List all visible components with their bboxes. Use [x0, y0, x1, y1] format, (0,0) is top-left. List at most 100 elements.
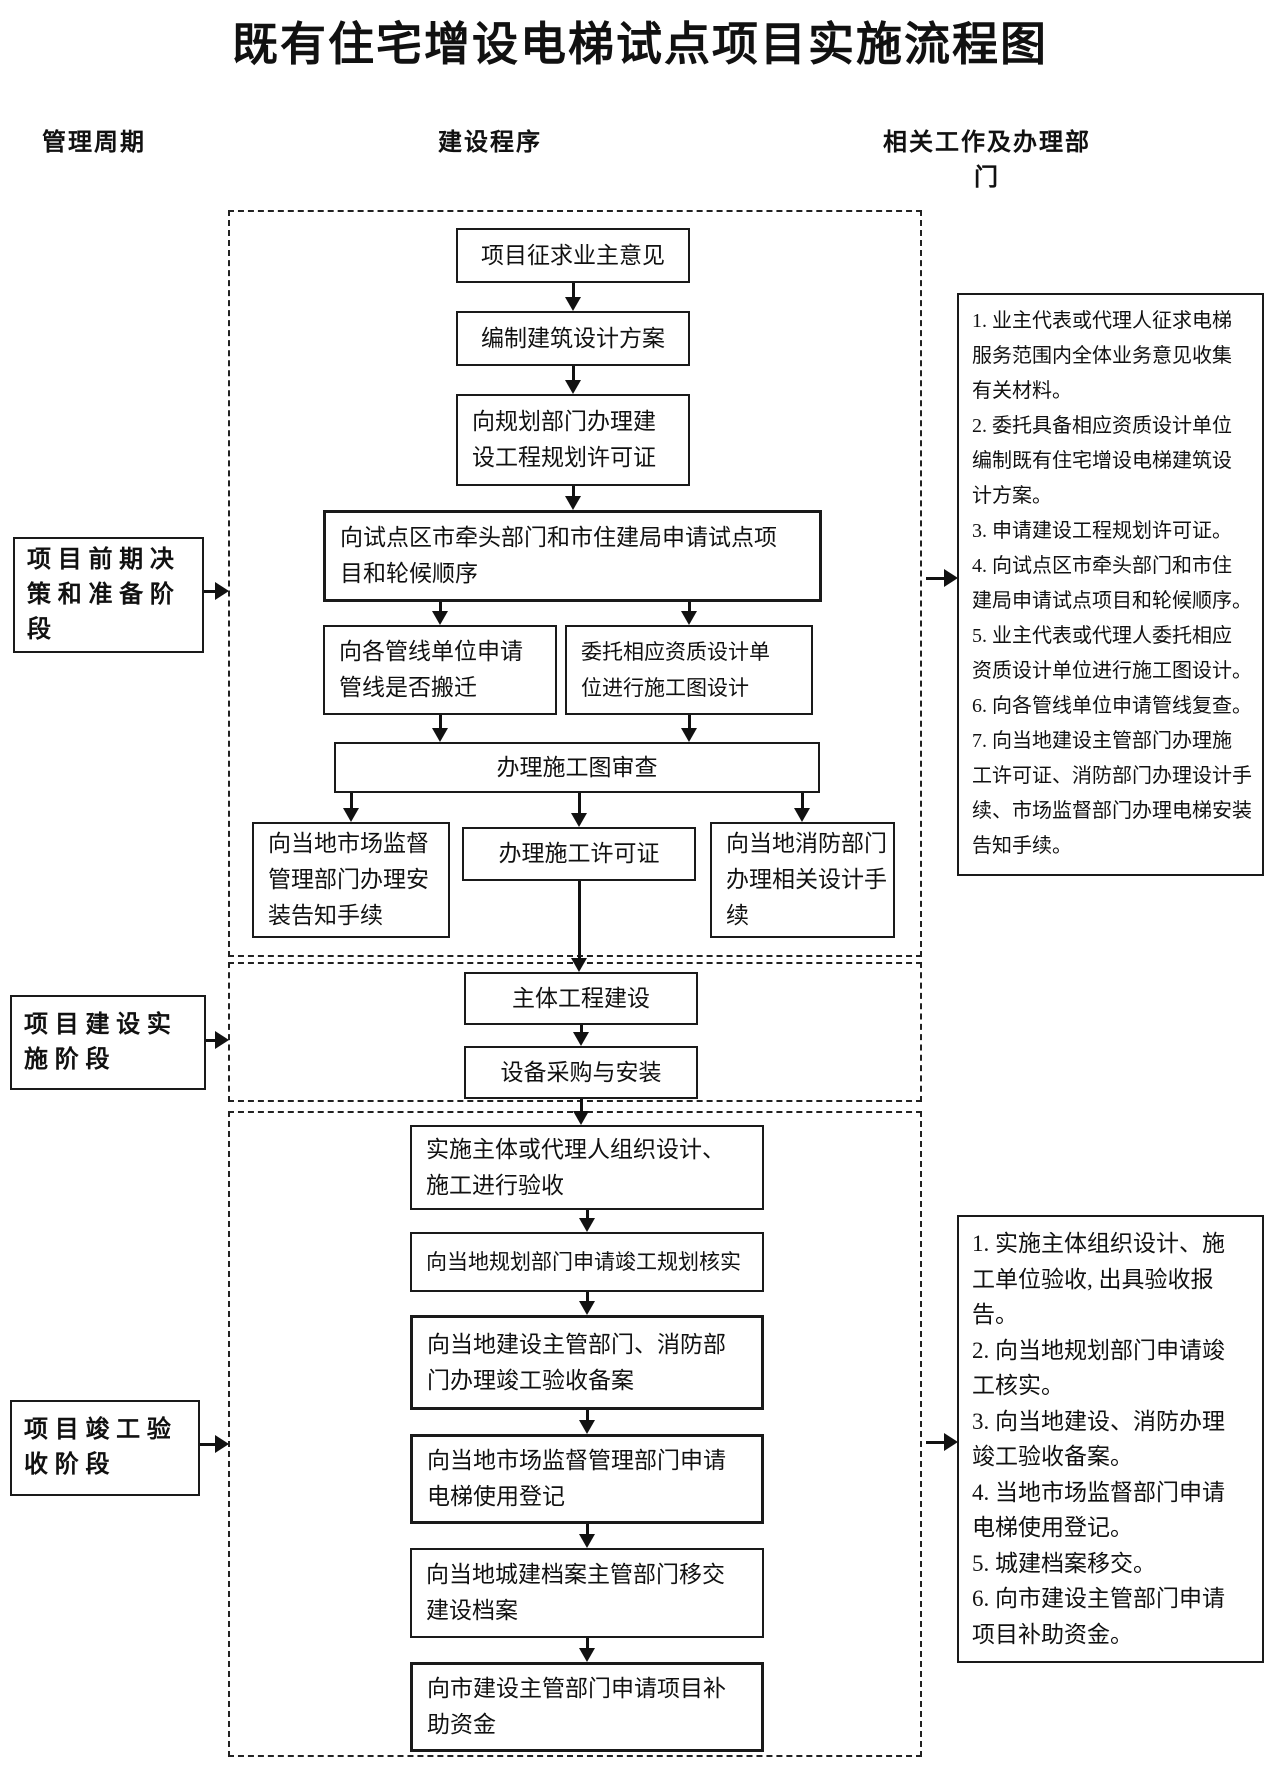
text-line: 项目建设实: [24, 1011, 178, 1038]
arrow-b8-b9: [580, 1025, 583, 1032]
text-line: 向当地市场监督: [268, 831, 429, 856]
flow-box-completion-planning-verification: 向当地规划部门申请竣工规划核实: [410, 1232, 764, 1292]
text-line: 实施主体或代理人组织设计、: [426, 1136, 725, 1162]
note-box-acceptance-tasks: 1. 实施主体组织设计、施工单位验收, 出具验收报告。 2. 向当地规划部门申请竣…: [957, 1215, 1264, 1663]
text-line: 设工程规划许可证: [472, 445, 656, 470]
text-line: 1. 实施主体组织设计、施: [972, 1231, 1225, 1256]
text-line: 向当地消防部门: [726, 831, 887, 856]
arrow-b6-b7b: [578, 793, 581, 813]
arrow-b7b-b8: [578, 881, 581, 958]
arrow-b11-b12: [586, 1292, 589, 1301]
text-line: 告知手续。: [972, 835, 1072, 857]
text-line: 编制建筑设计方案: [481, 325, 665, 351]
stage-box-completion-acceptance: 项目竣工验收阶段: [10, 1400, 200, 1496]
text-line: 4. 当地市场监督部门申请: [972, 1479, 1225, 1505]
arrow-b1-b2: [572, 283, 575, 297]
text-line: 向试点区市牵头部门和市住建局申请试点项: [340, 525, 777, 550]
text-line: 施阶段: [24, 1046, 117, 1073]
text-line: 项目前期决: [27, 546, 181, 573]
note-box-preparation-tasks: 1. 业主代表或代理人征求电梯服务范围内全体业务意见收集有关材料。2. 委托具备…: [957, 293, 1264, 876]
dashed-section-preparation-stage: [228, 210, 922, 957]
text-line: 资质设计单位进行施工图设计。: [972, 660, 1252, 682]
text-line: 向当地建设主管部门、消防部: [427, 1331, 726, 1357]
text-line: 6. 向市建设主管部门申请: [972, 1586, 1225, 1611]
text-line: 向规划部门办理建: [472, 409, 656, 434]
flow-box-organize-acceptance: 实施主体或代理人组织设计、施工进行验收: [410, 1125, 764, 1210]
flow-box-transfer-construction-archives: 向当地城建档案主管部门移交建设档案: [410, 1548, 764, 1638]
arrow-b5a-b6: [439, 715, 442, 728]
text-line: 3. 向当地建设、消防办理: [972, 1408, 1225, 1434]
arrow-b14-b15: [586, 1638, 589, 1648]
text-line: 建局申请试点项目和轮候顺序。: [972, 590, 1252, 612]
column-header-related-work: 相关工作及办理部门: [883, 130, 1091, 191]
text-line: 向市建设主管部门申请项目补: [427, 1676, 726, 1701]
flow-box-prepare-design-scheme: 编制建筑设计方案: [456, 311, 690, 366]
text-line: 编制既有住宅增设电梯建筑设: [972, 450, 1232, 472]
text-line: 向当地规划部门申请竣工规划核实: [426, 1250, 741, 1274]
flow-box-equipment-procurement-installation: 设备采购与安装: [464, 1046, 698, 1099]
text-line: 施工进行验收: [426, 1172, 564, 1198]
flow-box-pipeline-relocation-apply: 向各管线单位申请管线是否搬迁: [323, 625, 557, 715]
text-line: 续、市场监督部门办理电梯安装: [972, 800, 1252, 822]
text-line: 建设档案: [426, 1598, 518, 1623]
text-line: 办理相关设计手: [726, 867, 887, 892]
text-line: 告。: [972, 1302, 1018, 1327]
text-line: 7. 向当地建设主管部门办理施: [972, 730, 1232, 752]
arrow-stage3-to-section: [200, 1443, 215, 1446]
stage-box-early-decision-preparation: 项目前期决策和准备阶段: [13, 537, 204, 653]
text-line: 位进行施工图设计: [581, 676, 749, 700]
flow-box-entrust-construction-drawing-design: 委托相应资质设计单位进行施工图设计: [565, 625, 813, 715]
text-line: 办理施工图审查: [496, 754, 658, 780]
arrow-b5b-b6: [688, 715, 691, 728]
text-line: 管理部门办理安: [268, 867, 429, 892]
text-line: 项目补助资金。: [972, 1621, 1133, 1647]
text-line: 策和准备阶: [27, 581, 181, 608]
stage-box-construction-implementation: 项目建设实施阶段: [10, 995, 206, 1090]
page-title: 既有住宅增设电梯试点项目实施流程图: [232, 19, 1048, 70]
text-line: 向各管线单位申请: [339, 639, 523, 664]
text-line: 6. 向各管线单位申请管线复查。: [972, 695, 1252, 717]
text-line: 续: [726, 903, 749, 928]
text-line: 助资金: [427, 1712, 496, 1737]
text-line: 计方案。: [972, 485, 1052, 507]
text-line: 向当地城建档案主管部门移交: [426, 1562, 725, 1587]
text-line: 收阶段: [24, 1452, 117, 1478]
flow-box-construction-permit: 办理施工许可证: [462, 827, 696, 881]
text-line: 项目竣工验: [24, 1417, 178, 1443]
arrow-b4-b5b: [688, 602, 691, 611]
text-line: 办理施工许可证: [498, 841, 660, 866]
text-line: 电梯使用登记: [427, 1484, 565, 1509]
flow-box-main-project-construction: 主体工程建设: [464, 972, 698, 1025]
arrow-b12-b13: [586, 1410, 589, 1420]
text-line: 向当地市场监督管理部门申请: [427, 1448, 726, 1473]
arrow-stage2-to-section: [206, 1039, 215, 1042]
arrow-b13-b14: [586, 1524, 589, 1534]
text-line: 工单位验收, 出具验收报: [972, 1266, 1214, 1292]
text-line: 设备采购与安装: [500, 1059, 662, 1085]
text-line: 装告知手续: [268, 903, 383, 928]
column-header-management-cycle: 管理周期: [42, 130, 146, 156]
arrow-stage1-to-section: [204, 590, 215, 593]
text-line: 服务范围内全体业务意见收集: [972, 345, 1232, 367]
text-line: 竣工验收备案。: [972, 1444, 1133, 1469]
flow-box-seek-owner-opinions: 项目征求业主意见: [456, 228, 690, 283]
arrow-b2-b3: [572, 366, 575, 380]
text-line: 管线是否搬迁: [339, 675, 477, 700]
flow-box-construction-drawing-review: 办理施工图审查: [334, 742, 820, 793]
arrow-b4-b5a: [439, 602, 442, 611]
flow-box-completion-acceptance-filing: 向当地建设主管部门、消防部门办理竣工验收备案: [410, 1315, 764, 1410]
arrow-b10-b11: [586, 1210, 589, 1218]
text-line: 工核实。: [972, 1373, 1064, 1398]
arrow-b6-b7c: [801, 793, 804, 808]
arrow-b9-b10: [580, 1099, 583, 1111]
arrow-b6-b7a: [350, 793, 353, 808]
text-line: 3. 申请建设工程规划许可证。: [972, 520, 1232, 542]
text-line: 5. 城建档案移交。: [972, 1550, 1156, 1576]
text-line: 2. 向当地规划部门申请竣: [972, 1337, 1225, 1363]
text-line: 主体工程建设: [512, 985, 650, 1011]
text-line: 5. 业主代表或代理人委托相应: [972, 625, 1232, 647]
flow-box-market-supervision-installation-notice: 向当地市场监督管理部门办理安装告知手续: [252, 822, 450, 938]
text-line: 目和轮候顺序: [340, 561, 478, 586]
flow-box-planning-permit: 向规划部门办理建设工程规划许可证: [456, 394, 690, 486]
